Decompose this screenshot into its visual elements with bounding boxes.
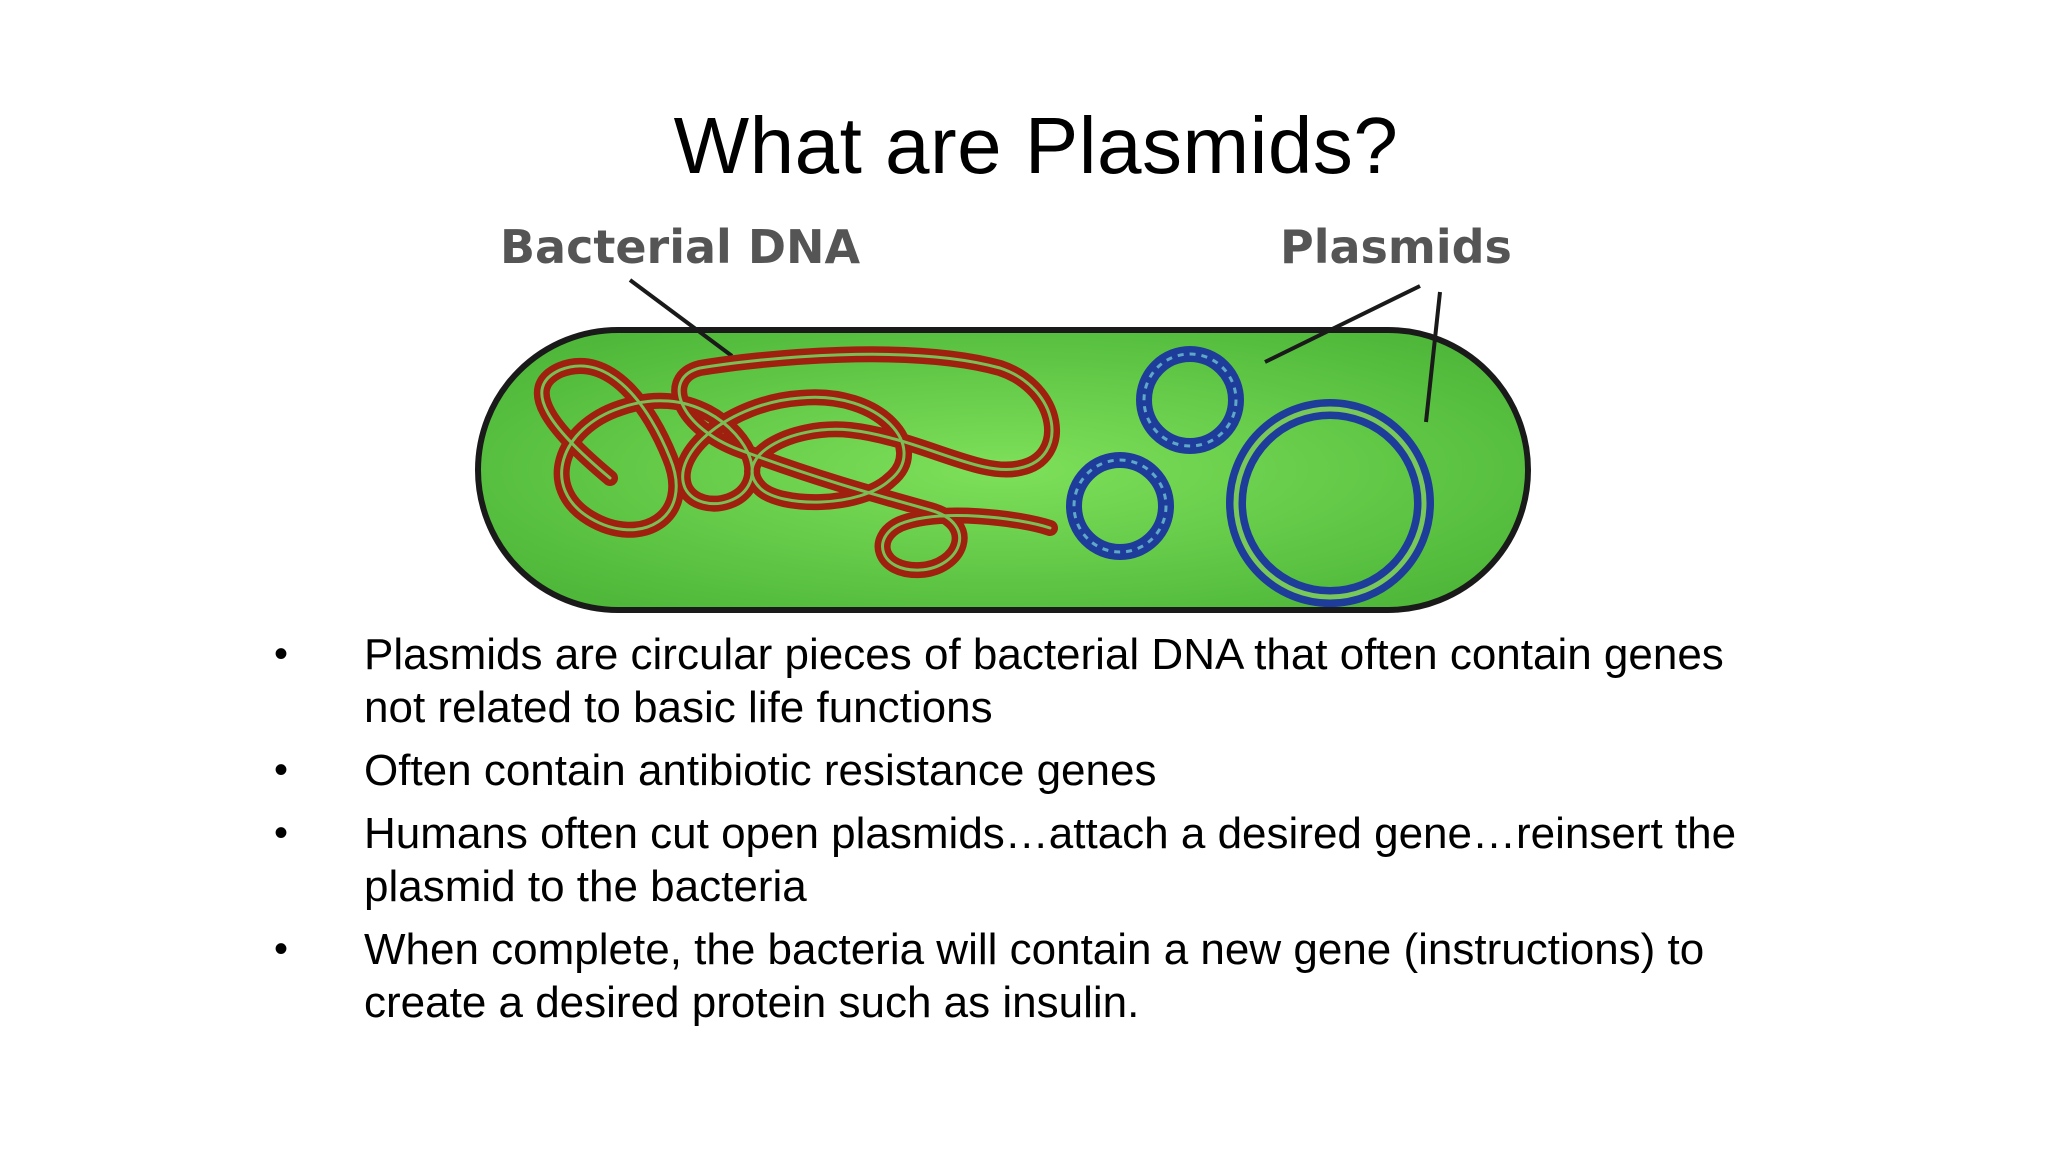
plasmid-small-top — [1136, 346, 1244, 454]
bullet-item: • Humans often cut open plasmids…attach … — [268, 807, 1768, 913]
bacterial-dna-strand — [533, 346, 1060, 579]
bullet-item: • Often contain antibiotic resistance ge… — [268, 744, 1768, 797]
bullet-text: Often contain antibiotic resistance gene… — [364, 746, 1157, 795]
bullet-text: Humans often cut open plasmids…attach a … — [364, 809, 1737, 911]
bullet-dot: • — [274, 927, 289, 971]
bullet-dot: • — [274, 632, 289, 676]
pointer-line-plasmid-small — [1264, 284, 1421, 364]
plasmid-group — [1066, 346, 1434, 607]
label-bacterial-dna: Bacterial DNA — [500, 220, 861, 274]
pointer-line-plasmid-large — [1424, 291, 1442, 423]
label-plasmids: Plasmids — [1280, 220, 1512, 274]
bullet-text: Plasmids are circular pieces of bacteria… — [364, 630, 1724, 732]
bullet-item: • Plasmids are circular pieces of bacter… — [268, 628, 1768, 734]
bullet-list: • Plasmids are circular pieces of bacter… — [268, 628, 1768, 1039]
bullet-dot: • — [274, 748, 289, 792]
bullet-text: When complete, the bacteria will contain… — [364, 925, 1705, 1027]
bullet-item: • When complete, the bacteria will conta… — [268, 923, 1768, 1029]
plasmid-diagram: Bacterial DNA Plasmids — [460, 218, 1560, 618]
plasmid-large — [1226, 399, 1434, 607]
slide-title: What are Plasmids? — [673, 101, 1399, 190]
pointer-line-bacterial-dna — [628, 278, 734, 358]
bullet-dot: • — [274, 811, 289, 855]
plasmid-diagram-svg: Bacterial DNA Plasmids — [475, 220, 1531, 613]
plasmid-small-bottom — [1066, 452, 1174, 560]
